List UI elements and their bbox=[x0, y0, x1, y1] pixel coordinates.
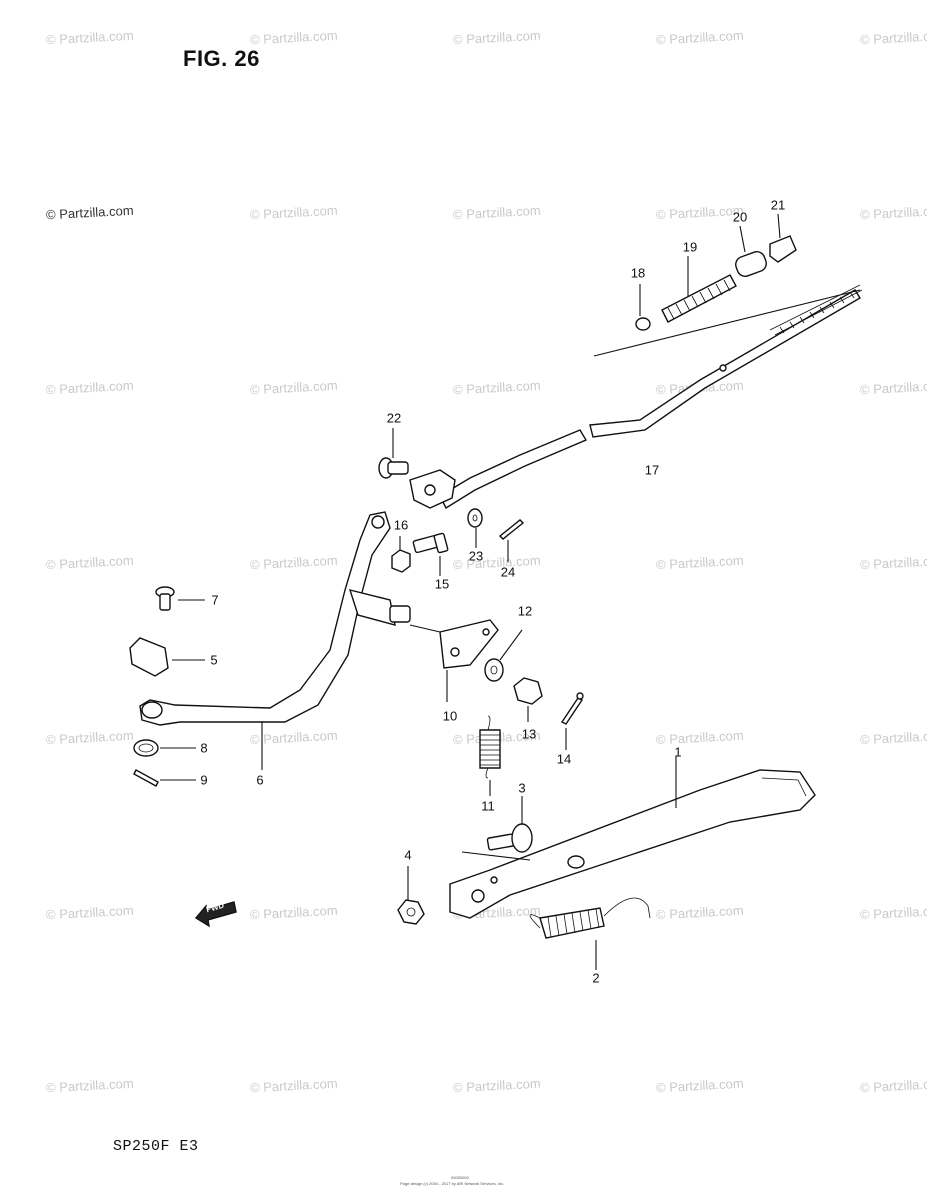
callout-1: 1 bbox=[674, 744, 682, 760]
model-code: SP250F E3 bbox=[113, 1138, 199, 1155]
forward-arrow-icon bbox=[194, 901, 237, 928]
callout-6: 6 bbox=[256, 772, 264, 788]
callout-19: 19 bbox=[682, 239, 698, 255]
callout-11: 11 bbox=[481, 798, 495, 814]
callout-17: 17 bbox=[644, 462, 660, 478]
stand-spring-part-2 bbox=[529, 897, 651, 970]
callout-15: 15 bbox=[434, 576, 450, 592]
callout-16: 16 bbox=[393, 517, 409, 533]
cotter-pin-part-24 bbox=[498, 519, 525, 562]
nut-part-4 bbox=[397, 866, 425, 925]
washer-part-12 bbox=[484, 629, 523, 682]
callout-9: 9 bbox=[200, 772, 208, 788]
callout-8: 8 bbox=[200, 740, 208, 756]
brake-pedal-part-6 bbox=[139, 511, 411, 770]
washer-part-23 bbox=[467, 508, 483, 548]
bolt-part-7 bbox=[155, 586, 205, 611]
callout-10: 10 bbox=[442, 708, 458, 724]
clevis-pin-part-22 bbox=[378, 428, 409, 479]
callout-24: 24 bbox=[500, 564, 516, 580]
callout-20: 20 bbox=[732, 209, 748, 225]
callout-18: 18 bbox=[630, 265, 646, 281]
pivot-bolt-part-3 bbox=[486, 796, 533, 853]
cotter-pin-part-9 bbox=[133, 769, 196, 787]
figure-title: FIG. 26 bbox=[183, 46, 260, 71]
callout-21: 21 bbox=[770, 197, 786, 213]
footer-copyright: Page design (c) 2004 - 2017 by ARI Netwo… bbox=[400, 1181, 505, 1186]
callout-3: 3 bbox=[518, 780, 526, 796]
callout-4: 4 bbox=[404, 847, 412, 863]
footer-id: 00000000 bbox=[451, 1175, 469, 1180]
bracket-part-10 bbox=[409, 619, 499, 702]
callout-12: 12 bbox=[517, 603, 533, 619]
cotter-pin-part-14 bbox=[560, 692, 584, 750]
nut-part-16 bbox=[391, 536, 411, 573]
rod-end-parts bbox=[635, 213, 797, 331]
callout-13: 13 bbox=[521, 726, 537, 742]
side-stand-part-1 bbox=[449, 756, 816, 919]
pedal-rubber-part-5 bbox=[129, 637, 205, 677]
callout-22: 22 bbox=[386, 410, 402, 426]
callout-2: 2 bbox=[592, 970, 600, 986]
castle-nut-part-13 bbox=[513, 677, 543, 722]
callout-14: 14 bbox=[556, 751, 572, 767]
brake-rod-part-17 bbox=[409, 284, 863, 509]
spring-clip-part-8 bbox=[133, 739, 196, 757]
return-spring-part-11 bbox=[479, 715, 501, 796]
bolt-part-15 bbox=[412, 532, 449, 576]
callout-5: 5 bbox=[210, 652, 218, 668]
callout-7: 7 bbox=[211, 592, 219, 608]
callout-23: 23 bbox=[468, 548, 484, 564]
